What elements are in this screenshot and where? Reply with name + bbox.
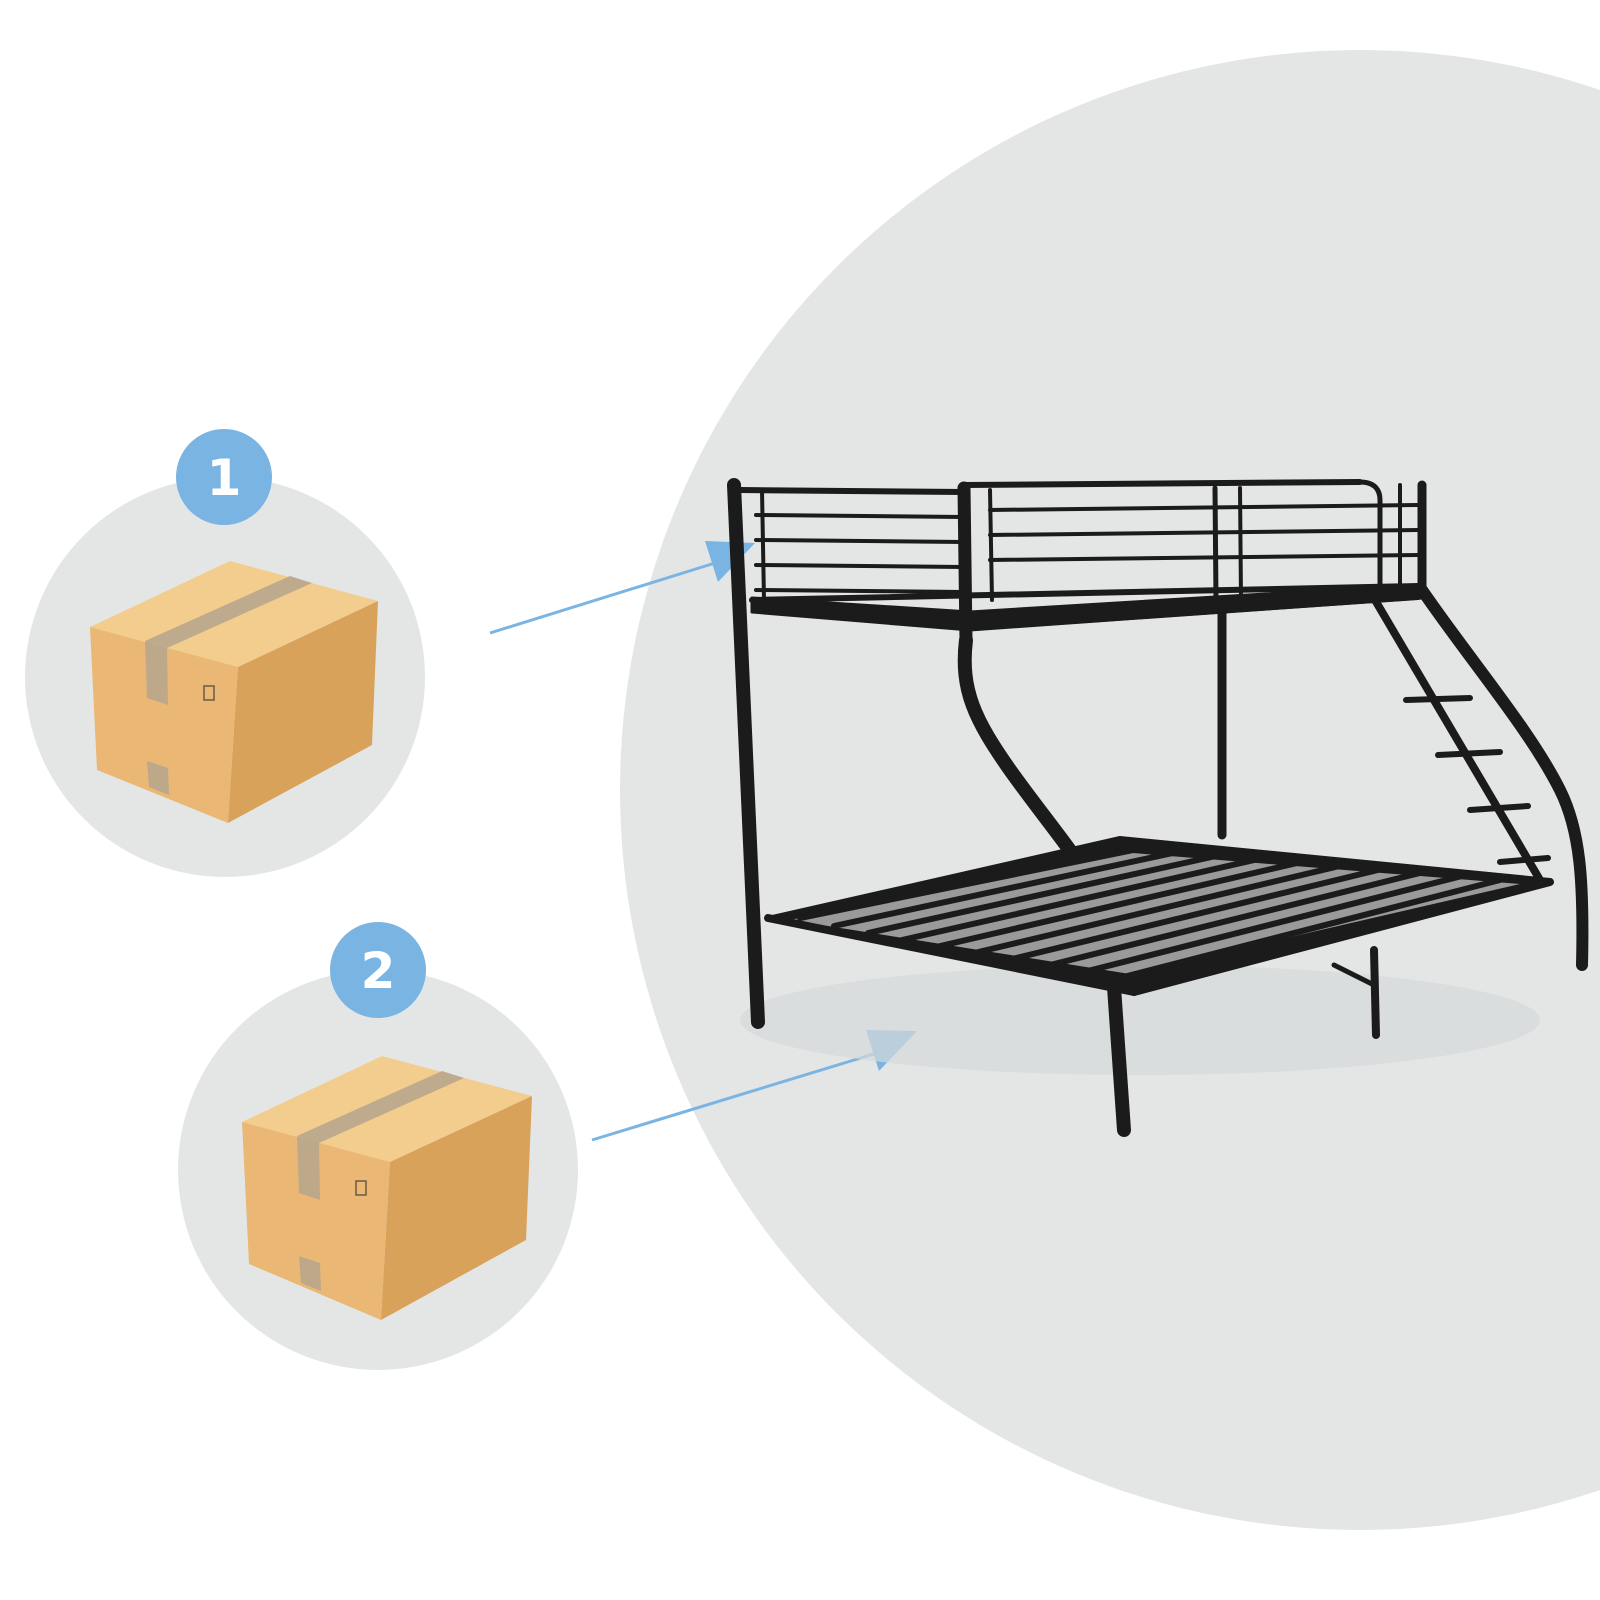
bunk-bed-illustration: [727, 478, 1589, 1137]
cardboard-box-icon: [242, 1056, 532, 1320]
badge-1: [176, 429, 272, 525]
product-backdrop-circle: [620, 50, 1600, 1530]
cardboard-box-icon: [90, 561, 378, 823]
badge-1-label: 1: [207, 449, 242, 507]
badge-2-label: 2: [361, 942, 396, 1000]
badge-2: [330, 922, 426, 1018]
package-1: 1: [25, 429, 425, 877]
package-2: 2: [178, 922, 578, 1370]
